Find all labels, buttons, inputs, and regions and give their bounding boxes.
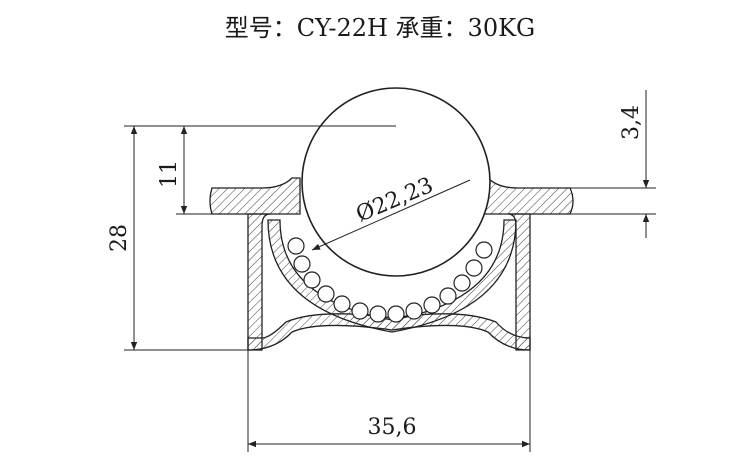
ball-protrusion-label: 11 [157, 160, 182, 188]
housing-shell [209, 177, 574, 351]
bearing-balls [287, 237, 493, 323]
flange-thickness-label: 3,4 [619, 105, 644, 140]
overall-height-label: 28 [107, 224, 132, 252]
diameter-leader [311, 179, 471, 251]
extension-lines [124, 125, 656, 452]
main-ball [301, 87, 491, 277]
model-title: 型号：CY-22H 承重：30KG [225, 14, 535, 42]
body-width-label: 35,6 [368, 415, 417, 440]
